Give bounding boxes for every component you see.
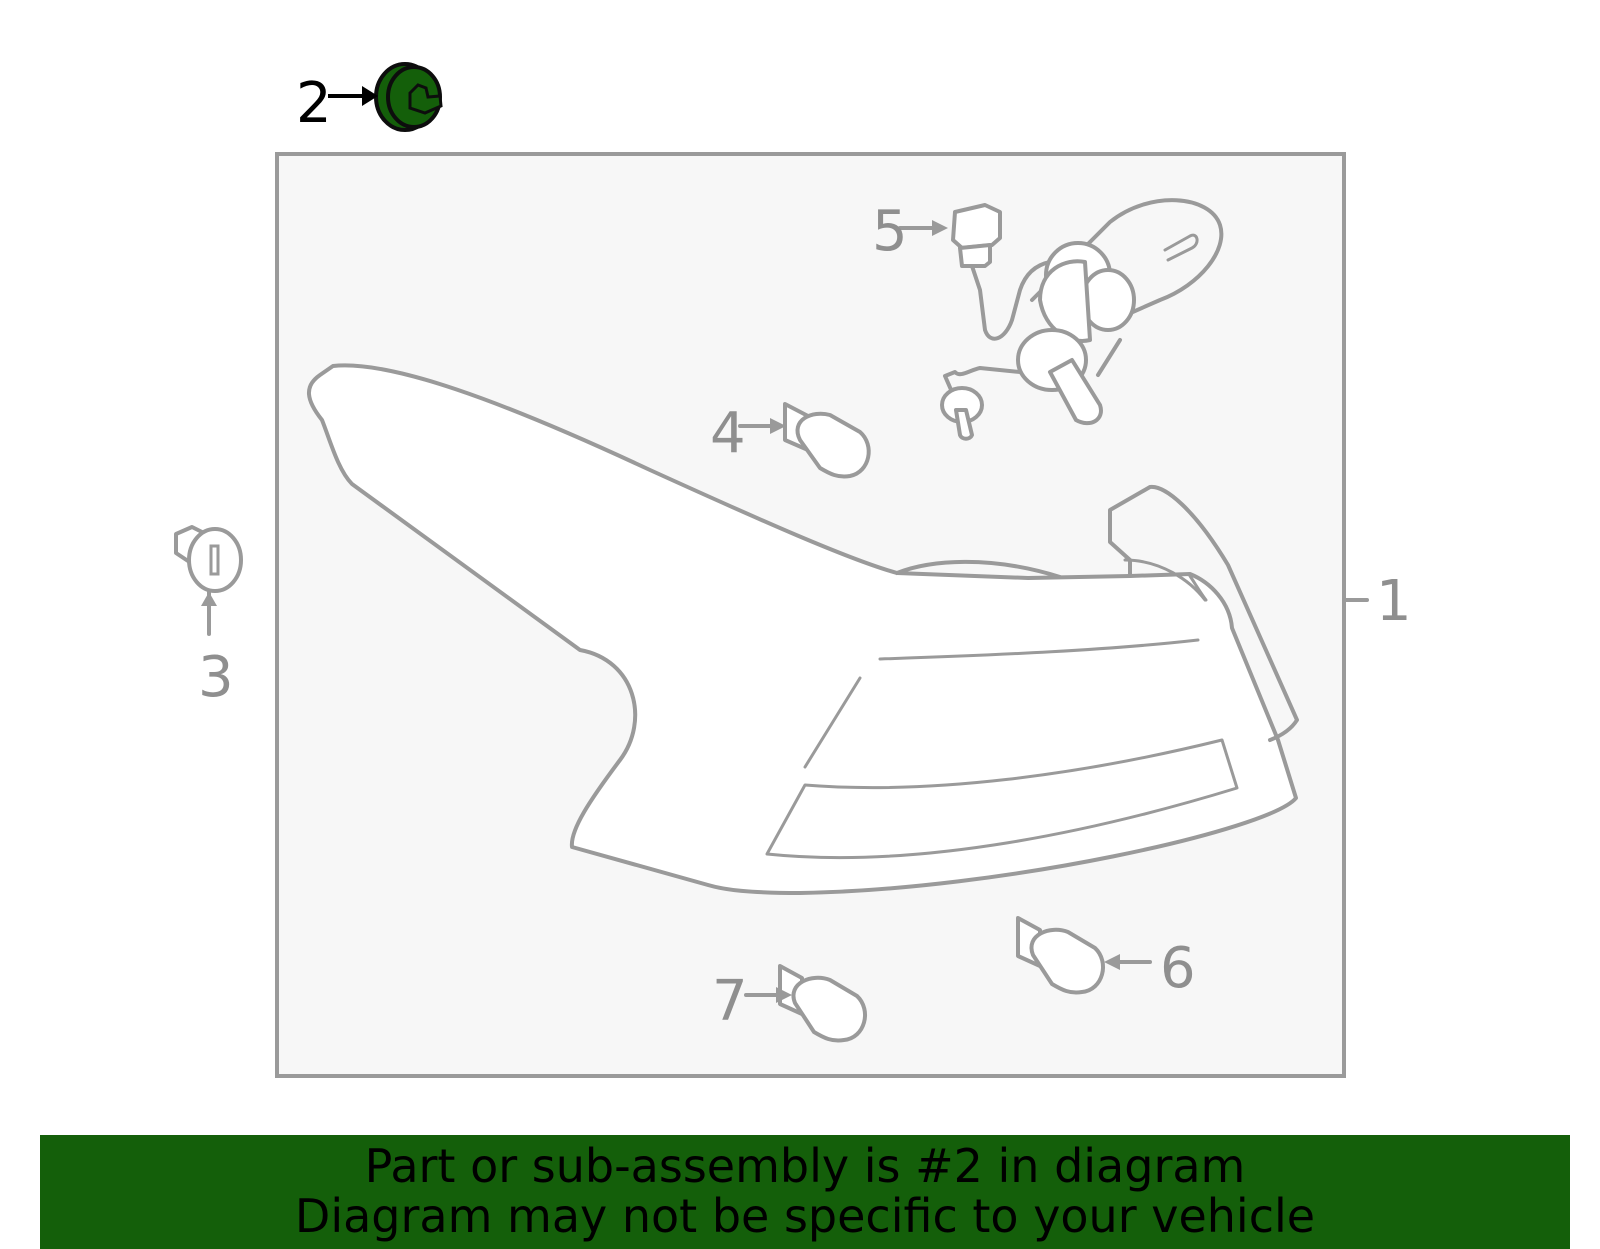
bulb-6[interactable]: [1016, 916, 1105, 995]
callout-5[interactable]: 5: [872, 199, 908, 264]
tail-lamp-assembly[interactable]: [307, 363, 1369, 895]
callout-1[interactable]: 1: [1376, 569, 1412, 634]
banner-line-2: Diagram may not be specific to your vehi…: [294, 1189, 1316, 1243]
callout-3[interactable]: 3: [198, 645, 234, 710]
callout-2[interactable]: 2: [296, 71, 332, 136]
callout-6[interactable]: 6: [1160, 936, 1196, 1001]
disclaimer-banner: Part or sub-assembly is #2 in diagram Di…: [40, 1135, 1570, 1249]
leader-arrows: [738, 220, 1152, 1003]
grommet-2-highlighted[interactable]: [328, 62, 443, 132]
callout-7[interactable]: 7: [712, 969, 748, 1034]
banner-line-1: Part or sub-assembly is #2 in diagram: [364, 1139, 1246, 1193]
bulb-7[interactable]: [778, 964, 867, 1043]
socket-wire-harness[interactable]: [940, 198, 1224, 441]
callout-4[interactable]: 4: [710, 401, 746, 466]
bulb-4[interactable]: [783, 402, 871, 479]
clip-3[interactable]: [174, 525, 243, 636]
